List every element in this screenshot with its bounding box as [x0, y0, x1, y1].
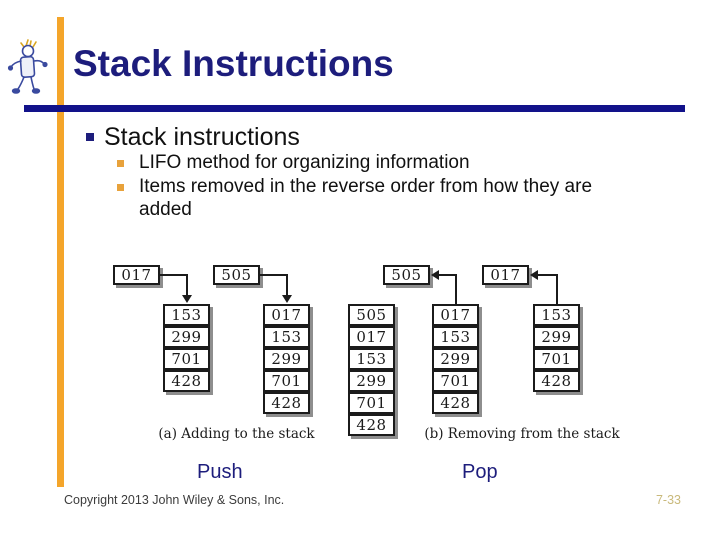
level2-bullet-marker [117, 160, 124, 167]
stack-cell: 505 [348, 304, 395, 326]
figure-caption-adding: (a) Adding to the stack [158, 426, 315, 442]
stack-cell: 153 [348, 348, 395, 370]
arrow-line [186, 274, 188, 296]
stack-cell: 428 [348, 414, 395, 436]
stack-cell: 701 [348, 392, 395, 414]
stack-cell: 299 [163, 326, 210, 348]
stack-cell: 428 [263, 392, 310, 414]
figure-caption-removing: (b) Removing from the stack [424, 426, 620, 442]
arrow-line [556, 274, 558, 304]
arrowhead-down-icon [282, 295, 292, 303]
arrow-line [160, 274, 187, 276]
stack-cell: 017 [348, 326, 395, 348]
arrowhead-down-icon [182, 295, 192, 303]
stack-cell: 299 [263, 348, 310, 370]
arrow-line [455, 274, 457, 304]
stack-cell: 701 [432, 370, 479, 392]
stack-cell: 153 [163, 304, 210, 326]
arrow-line [537, 274, 558, 276]
slide-title: Stack Instructions [73, 43, 394, 84]
copyright-text: Copyright 2013 John Wiley & Sons, Inc. [64, 493, 285, 507]
vertical-accent-bar [57, 17, 64, 487]
stack-cell: 299 [533, 326, 580, 348]
stack-cell: 153 [263, 326, 310, 348]
stack-cell: 428 [432, 392, 479, 414]
level1-bullet-text: Stack instructions [104, 123, 300, 151]
page-number: 7-33 [655, 493, 681, 507]
pop-label: Pop [462, 461, 498, 483]
arrow-line [438, 274, 457, 276]
level2-bullet-text: LIFO method for organizing information [139, 152, 470, 173]
arrowhead-left-icon [530, 270, 538, 280]
stack-cell: 428 [163, 370, 210, 392]
push-label: Push [197, 461, 243, 483]
level2-bullet-text: Items removed in the reverse order from … [139, 176, 593, 220]
stack-value-box: 017 [113, 265, 160, 285]
stack-value-box: 505 [383, 265, 430, 285]
stack-value-box: 505 [213, 265, 260, 285]
level1-bullet-marker [86, 133, 94, 141]
stack-value-box: 017 [482, 265, 529, 285]
stack-cell: 701 [263, 370, 310, 392]
arrow-line [260, 274, 287, 276]
stack-cell: 428 [533, 370, 580, 392]
stack-cell: 153 [533, 304, 580, 326]
stack-cell: 701 [533, 348, 580, 370]
level2-bullet-marker [117, 184, 124, 191]
stack-cell: 017 [432, 304, 479, 326]
stack-cell: 017 [263, 304, 310, 326]
arrow-line [286, 274, 288, 296]
stack-cell: 701 [163, 348, 210, 370]
title-underline-rule [24, 105, 685, 112]
stack-cell: 299 [348, 370, 395, 392]
arrowhead-left-icon [431, 270, 439, 280]
wiley-mascot-logo [7, 39, 48, 94]
stack-cell: 153 [432, 326, 479, 348]
stack-cell: 299 [432, 348, 479, 370]
